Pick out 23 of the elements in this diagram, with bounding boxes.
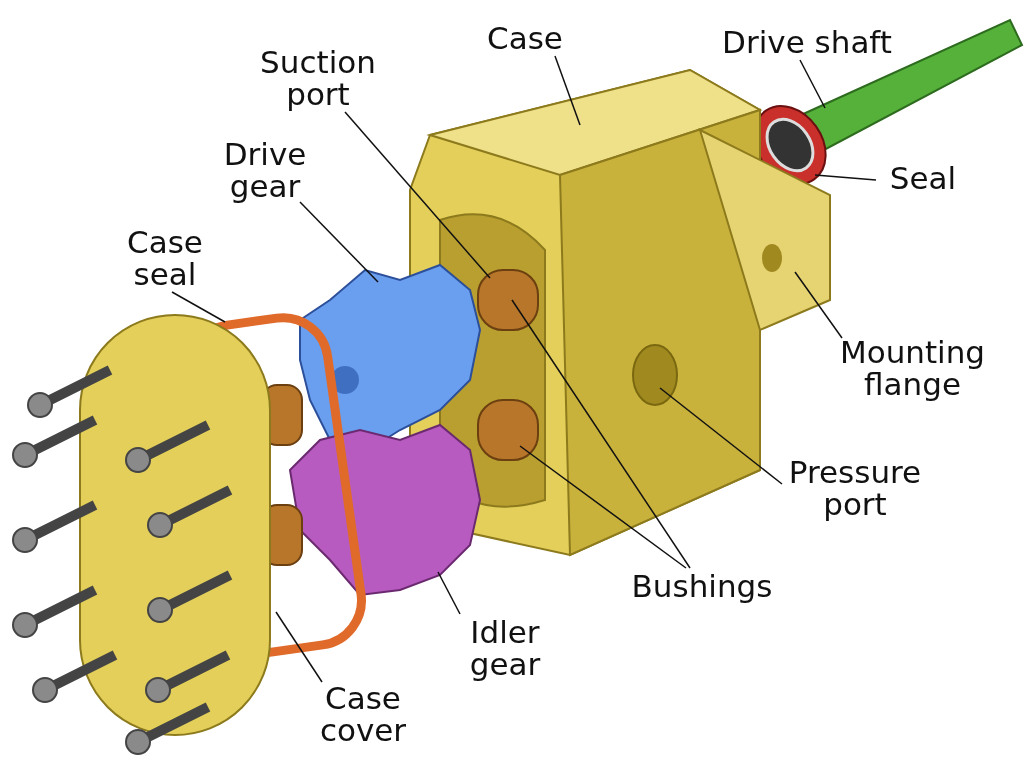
leader-line [171,291,226,323]
part-label: Idler gear [468,616,542,680]
leader-line [519,445,687,569]
leader-line [344,111,491,279]
leader-line [511,299,691,569]
part-label: Mounting flange [838,336,987,400]
part-label: Drive shaft [721,26,893,58]
leader-line [554,55,581,126]
leader-line [275,611,323,683]
part-label: Case seal [126,226,204,290]
leader-line [814,174,877,181]
part-label: Case [486,22,564,54]
leader-line [299,201,379,283]
part-label: Case cover [318,682,408,746]
part-label: Drive gear [222,138,308,202]
part-label: Suction port [259,46,377,110]
leader-line [799,59,826,109]
part-label: Pressure port [787,456,923,520]
part-label: Seal [888,162,958,194]
leader-line [659,387,783,485]
part-label: Bushings [630,570,774,602]
leader-line [794,271,843,339]
leader-line [437,571,461,615]
